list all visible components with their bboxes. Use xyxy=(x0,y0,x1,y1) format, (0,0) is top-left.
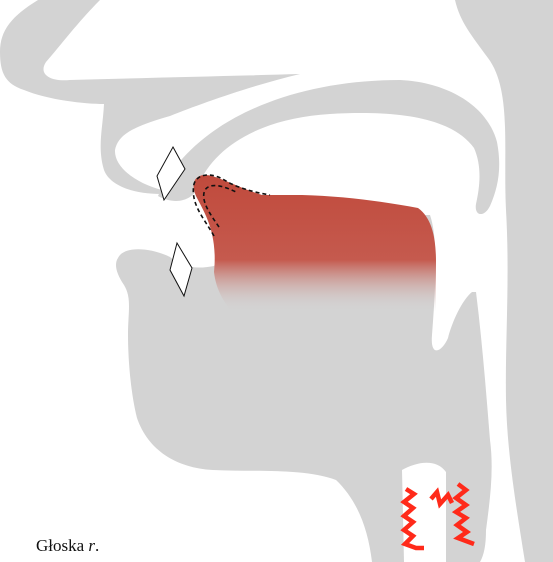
caption-suffix: . xyxy=(95,536,99,555)
tongue xyxy=(194,175,436,312)
caption: Głoska r. xyxy=(36,536,99,556)
nose-and-upper-lip xyxy=(0,0,300,194)
caption-prefix: Głoska xyxy=(36,536,88,555)
